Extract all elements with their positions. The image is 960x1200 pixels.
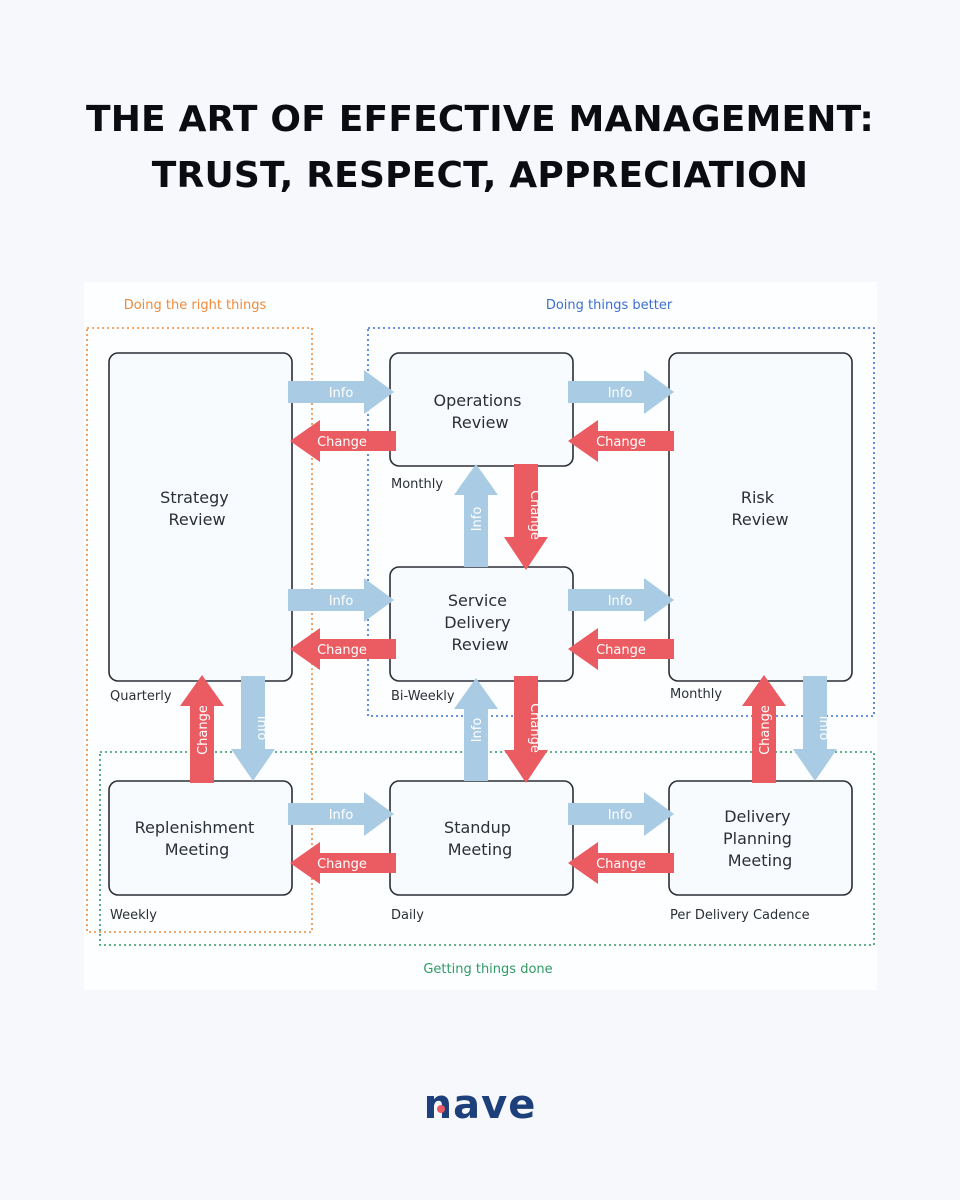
change-arrow-operations-to-service — [504, 464, 548, 570]
operations-review-label: Operations Review — [433, 391, 526, 432]
page-title: THE ART OF EFFECTIVE MANAGEMENT: TRUST, … — [0, 92, 960, 204]
info-arrow-strategy-to-operations — [288, 370, 394, 414]
replenishment-meeting-label-line-2: Meeting — [165, 840, 230, 859]
change-arrow-replenishment-to-strategy-label: Change — [196, 705, 211, 755]
service-delivery-review-label-line-1: Service — [448, 591, 507, 610]
delivery-planning-meeting-label: Delivery Planning Meeting — [723, 807, 797, 870]
info-arrow-replenishment-to-standup-label: Info — [329, 808, 354, 823]
standup-meeting-label: Standup Meeting — [444, 818, 516, 859]
change-arrow-risk-to-service — [568, 628, 674, 670]
change-arrow-risk-to-operations-label: Change — [596, 435, 646, 450]
change-arrow-operations-to-strategy — [290, 420, 396, 462]
delivery-planning-meeting-cadence: Per Delivery Cadence — [670, 908, 810, 923]
standup-meeting-label-line-2: Meeting — [448, 840, 513, 859]
service-delivery-review-label: Service Delivery Review — [444, 591, 516, 654]
standup-meeting-label-line-1: Standup — [444, 818, 511, 837]
service-delivery-review-label-line-3: Review — [451, 635, 508, 654]
info-arrow-strategy-to-replenishment — [231, 676, 275, 781]
standup-meeting-box — [389, 780, 574, 896]
delivery-planning-meeting-label-line-3: Meeting — [728, 851, 793, 870]
change-arrow-planning-to-risk-label: Change — [758, 705, 773, 755]
replenishment-meeting-label: Replenishment Meeting — [135, 818, 260, 859]
change-arrow-service-to-strategy-label: Change — [317, 643, 367, 658]
title-line-2: TRUST, RESPECT, APPRECIATION — [151, 155, 809, 196]
strategy-review-cadence: Quarterly — [110, 689, 172, 704]
info-arrow-standup-to-planning — [568, 792, 674, 836]
info-arrow-strategy-to-service-label: Info — [329, 594, 354, 609]
replenishment-meeting-box — [108, 780, 293, 896]
operations-review-box — [389, 352, 574, 467]
nave-logo: nave — [424, 1082, 537, 1128]
change-arrow-planning-to-risk — [742, 675, 786, 783]
change-arrow-risk-to-operations — [568, 420, 674, 462]
info-arrow-risk-to-planning — [793, 676, 837, 781]
service-delivery-review-cadence: Bi-Weekly — [391, 689, 455, 704]
service-delivery-review-label-line-2: Delivery — [444, 613, 510, 632]
group-label-done: Getting things done — [423, 962, 552, 977]
risk-review-label-line-1: Risk — [741, 488, 775, 507]
change-arrow-service-to-standup-label: Change — [527, 703, 542, 753]
strategy-review-label: Strategy Review — [160, 488, 234, 529]
title-line-1: THE ART OF EFFECTIVE MANAGEMENT: — [85, 99, 875, 140]
info-arrow-standup-to-planning-label: Info — [608, 808, 633, 823]
info-arrow-strategy-to-service — [288, 578, 394, 622]
change-arrow-operations-to-service-label: Change — [527, 490, 542, 540]
replenishment-meeting-label-line-1: Replenishment — [135, 818, 255, 837]
nave-logo-text: nave — [424, 1082, 537, 1128]
risk-review-label: Risk Review — [731, 488, 788, 529]
delivery-planning-meeting-label-line-2: Planning — [723, 829, 792, 848]
change-arrow-operations-to-strategy-label: Change — [317, 435, 367, 450]
info-arrow-service-to-risk-label: Info — [608, 594, 633, 609]
info-arrow-operations-to-risk — [568, 370, 674, 414]
strategy-review-label-line-2: Review — [168, 510, 225, 529]
info-arrow-standup-to-service-label: Info — [470, 718, 485, 743]
standup-meeting-cadence: Daily — [391, 908, 424, 923]
change-arrow-planning-to-standup-label: Change — [596, 857, 646, 872]
group-label-right-things: Doing the right things — [124, 298, 267, 313]
delivery-planning-meeting-label-line-1: Delivery — [724, 807, 790, 826]
change-arrow-standup-to-replenishment-label: Change — [317, 857, 367, 872]
risk-review-cadence: Monthly — [670, 687, 722, 702]
operations-review-label-line-1: Operations — [433, 391, 521, 410]
change-arrow-replenishment-to-strategy — [180, 675, 224, 783]
info-arrow-risk-to-planning-label: Info — [816, 716, 831, 741]
info-arrow-strategy-to-operations-label: Info — [329, 386, 354, 401]
info-arrow-strategy-to-replenishment-label: Info — [254, 716, 269, 741]
info-arrow-replenishment-to-standup — [288, 792, 394, 836]
group-frame-better — [367, 327, 875, 717]
group-label-better: Doing things better — [546, 298, 673, 313]
info-arrow-service-to-operations — [454, 464, 498, 567]
group-frame-right-things — [86, 327, 313, 933]
operations-review-label-line-2: Review — [451, 413, 508, 432]
operations-review-cadence: Monthly — [391, 477, 443, 492]
change-arrow-planning-to-standup — [568, 842, 674, 884]
risk-review-label-line-2: Review — [731, 510, 788, 529]
nave-logo-accent-dot — [437, 1105, 445, 1113]
replenishment-meeting-cadence: Weekly — [110, 908, 157, 923]
info-arrow-operations-to-risk-label: Info — [608, 386, 633, 401]
strategy-review-label-line-1: Strategy — [160, 488, 229, 507]
info-arrow-service-to-risk — [568, 578, 674, 622]
info-arrow-standup-to-service — [454, 678, 498, 781]
change-arrow-service-to-standup — [504, 676, 548, 783]
info-arrow-service-to-operations-label: Info — [470, 507, 485, 532]
change-arrow-risk-to-service-label: Change — [596, 643, 646, 658]
change-arrow-service-to-strategy — [290, 628, 396, 670]
change-arrow-standup-to-replenishment — [290, 842, 396, 884]
